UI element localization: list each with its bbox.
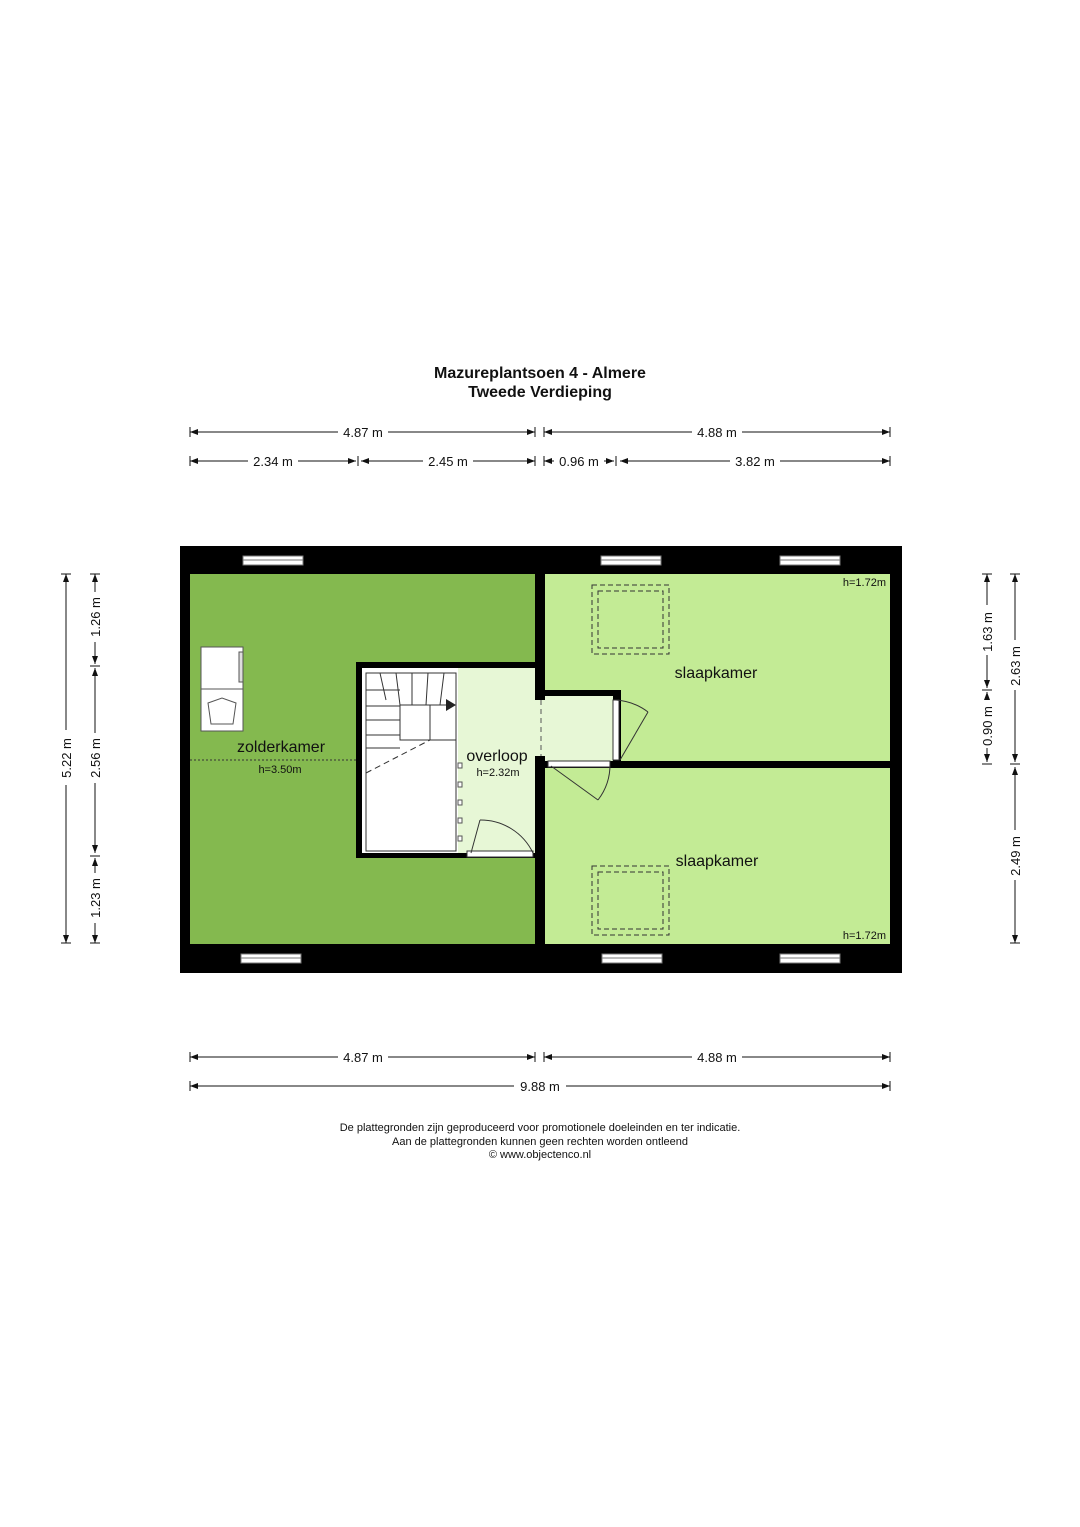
dim-left-outer: 5.22 m — [59, 738, 74, 778]
door-slaapkamer-top — [612, 699, 649, 761]
right-dimension-inner — [982, 573, 992, 765]
dim-top-b: 2.45 m — [428, 454, 468, 469]
dim-top-d: 3.82 m — [735, 454, 775, 469]
disclaimer-line-2: Aan de plattegronden kunnen geen rechten… — [391, 1135, 688, 1148]
height-slaapkamer-bottom: h=1.72m — [843, 930, 886, 942]
height-slaapkamer-top: h=1.72m — [843, 577, 886, 589]
bottom-dimension-total — [189, 1081, 891, 1091]
label-slaapkamer-bottom: slaapkamer — [676, 853, 759, 870]
dim-right-top: 1.63 m — [980, 612, 995, 652]
stair-treads — [365, 672, 457, 852]
dim-left-mid: 2.56 m — [88, 738, 103, 778]
bottom-dimension-row-1 — [189, 1052, 891, 1062]
room-slaapkamer-bottom — [545, 768, 890, 944]
door-slaapkamer-bottom — [547, 760, 611, 801]
skylights — [591, 584, 670, 936]
dryer-icon — [200, 688, 244, 732]
dim-top-left: 4.87 m — [343, 425, 383, 440]
dim-left-bottom: 1.23 m — [88, 878, 103, 918]
label-zolderkamer: zolderkamer — [237, 739, 326, 756]
label-overloop: overloop — [466, 748, 527, 765]
dim-right-mid: 0.90 m — [980, 706, 995, 746]
label-slaapkamer-top: slaapkamer — [675, 665, 758, 682]
disclaimer-line-1: De plattegronden zijn geproduceerd voor … — [339, 1122, 741, 1134]
left-dimension-outer — [61, 573, 71, 944]
plan-subtitle: Tweede Verdieping — [468, 384, 612, 401]
dim-bottom-left: 4.87 m — [343, 1050, 383, 1065]
disclaimer: De plattegronden zijn geproduceerd voor … — [0, 1122, 1080, 1163]
dim-left-top: 1.26 m — [88, 597, 103, 637]
dim-right-outer-top: 2.63 m — [1008, 646, 1023, 686]
plan-title: Mazureplantsoen 4 - Almere — [434, 365, 646, 382]
dim-top-c: 0.96 m — [559, 454, 599, 469]
height-zolderkamer: h=3.50m — [258, 764, 301, 776]
dim-top-right: 4.88 m — [697, 425, 737, 440]
dim-bottom-total: 9.88 m — [520, 1079, 560, 1094]
stair-direction-arrow-icon — [446, 699, 456, 711]
windows — [240, 555, 841, 964]
stairwell — [362, 668, 458, 853]
height-overloop: h=2.32m — [476, 767, 519, 779]
left-dimension-inner — [90, 573, 100, 944]
right-dimension-outer — [1010, 573, 1020, 944]
dim-right-outer-bottom: 2.49 m — [1008, 836, 1023, 876]
top-dimension-row-1 — [189, 427, 891, 437]
top-dimension-row-2 — [189, 456, 891, 466]
stair-railing-posts — [457, 762, 463, 842]
washing-machine-icon — [200, 646, 244, 690]
door-overloop — [466, 819, 534, 858]
dim-top-a: 2.34 m — [253, 454, 293, 469]
copyright-link[interactable]: © www.objectenco.nl — [488, 1149, 592, 1161]
corridor-floor — [545, 696, 613, 761]
dim-bottom-right: 4.88 m — [697, 1050, 737, 1065]
